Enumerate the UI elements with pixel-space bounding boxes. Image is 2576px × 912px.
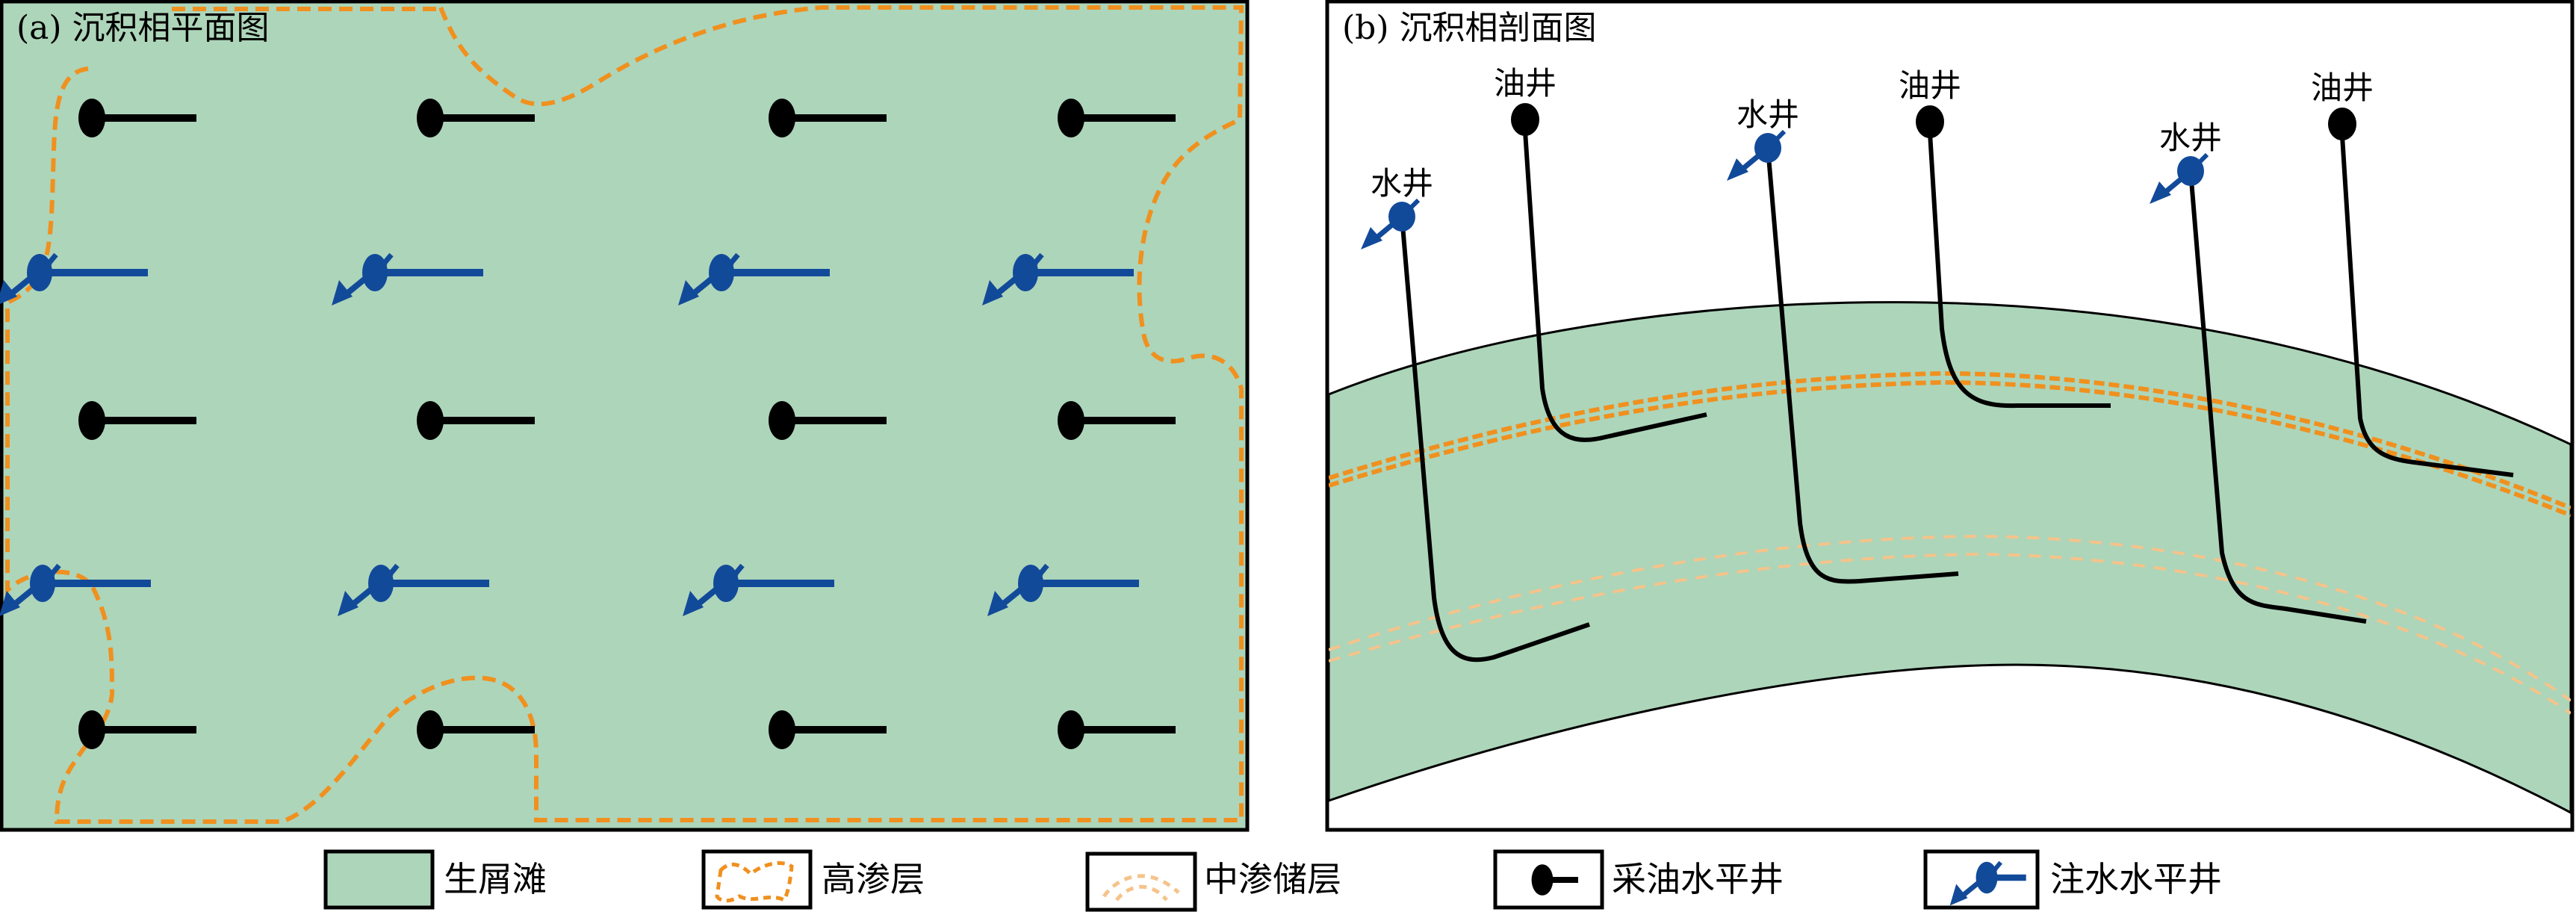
oil-well: 油井 [2311,69,2514,477]
injection-well-symbol-icon [1949,860,2026,906]
orange-dashed-outline-icon [715,861,794,903]
well-trajectory [2188,170,2367,624]
legend-item-mid-perm: 中渗储层 [1085,851,1341,912]
oil-well-head-icon [1511,103,1539,136]
well-label: 水井 [1371,165,1433,202]
well-label: 油井 [1494,65,1557,102]
oil-well: 油井 [1899,67,2111,409]
legend-label-injection-well: 注水水平井 [2050,859,2222,899]
oil-well-head-icon [1916,105,1944,138]
legend-label-mid-perm: 中渗储层 [1204,859,1341,899]
panel-a-plan-view: (a) 沉积相平面图 [0,0,1250,832]
well-trajectory [1766,147,1959,584]
high-perm-contour-main [5,5,1244,824]
oil-well-symbol-icon [1531,864,1578,896]
well-label: 油井 [2311,69,2374,106]
panel-a-background [0,0,1250,832]
oil-well-head-icon [2328,108,2356,140]
well-trajectory [1400,216,1590,663]
well-label: 油井 [1899,67,1961,104]
well-trajectory [2340,135,2514,477]
legend-item-high-perm: 高渗层 [701,849,925,910]
panel-b-title: (b) 沉积相剖面图 [1342,9,1596,47]
injection-well: 水井 [2150,120,2367,624]
injection-well: 水井 [1727,96,1959,584]
legend-label-oil-well: 采油水平井 [1612,859,1784,899]
high-perm-layer-line-2 [1329,379,2571,518]
well-trajectory [1928,132,2111,409]
legend-label-high-perm: 高渗层 [822,859,925,899]
well-label: 水井 [1737,96,1799,133]
light-orange-dashed-arc-icon-inner [1115,884,1168,902]
legend-item-oil-well: 采油水平井 [1493,849,1784,910]
legend-label-facies: 生屑滩 [444,859,547,899]
legend-item-facies: 生屑滩 [323,849,547,910]
well-trajectory [1523,131,1707,442]
green-fill-swatch-icon [323,849,435,910]
mid-perm-layer-line-1 [1329,534,2571,702]
light-orange-dashed-arc-icon-frame [1085,851,1197,912]
well-label: 水井 [2159,120,2222,156]
light-orange-dashed-arc-icon [1102,874,1180,898]
injection-well: 水井 [1361,165,1590,663]
oil-well: 油井 [1494,65,1707,442]
legend: 生屑滩 高渗层 中渗储层 采油水平井 [323,849,2222,912]
panel-a-title: (a) 沉积相平面图 [16,9,270,47]
legend-item-injection-well: 注水水平井 [1923,849,2222,910]
